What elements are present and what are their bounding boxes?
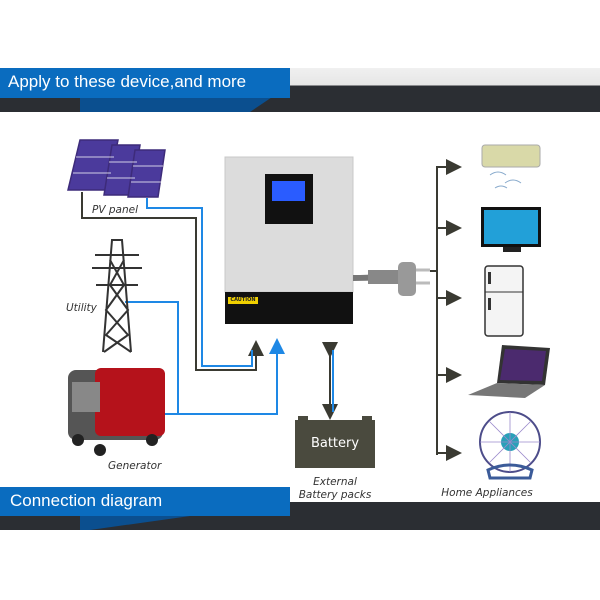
load-bus: [430, 159, 462, 461]
solar-panel-icon: [67, 139, 166, 198]
caution-sticker-label: CAUTION: [228, 297, 258, 304]
inverter-icon: [224, 156, 354, 324]
footer-title: Connection diagram: [10, 491, 163, 510]
battery-caption-1: External: [313, 476, 357, 488]
generator-label: Generator: [108, 460, 162, 472]
air-conditioner-icon: [481, 144, 541, 189]
fan-icon: [479, 411, 541, 480]
utility-label: Utility: [66, 302, 97, 314]
battery-wire: [322, 342, 338, 420]
battery-caption-2: Battery packs: [298, 489, 372, 501]
plug-icon: [352, 262, 430, 296]
utility-wire: [125, 301, 285, 415]
refrigerator-icon: [484, 265, 524, 337]
power-tower-icon: [92, 239, 142, 353]
battery-icon: [295, 416, 375, 468]
battery-box-label: Battery: [310, 436, 360, 451]
pv-wire-blue: [146, 198, 253, 367]
pv-wire-dark: [81, 192, 264, 371]
pv-panel-label: PV panel: [92, 204, 138, 216]
home-appliances-label: Home Appliances: [441, 487, 533, 499]
laptop-icon: [468, 345, 550, 398]
generator-icon: [68, 368, 165, 456]
header-title: Apply to these device,and more: [8, 72, 247, 91]
tv-icon: [481, 207, 541, 252]
